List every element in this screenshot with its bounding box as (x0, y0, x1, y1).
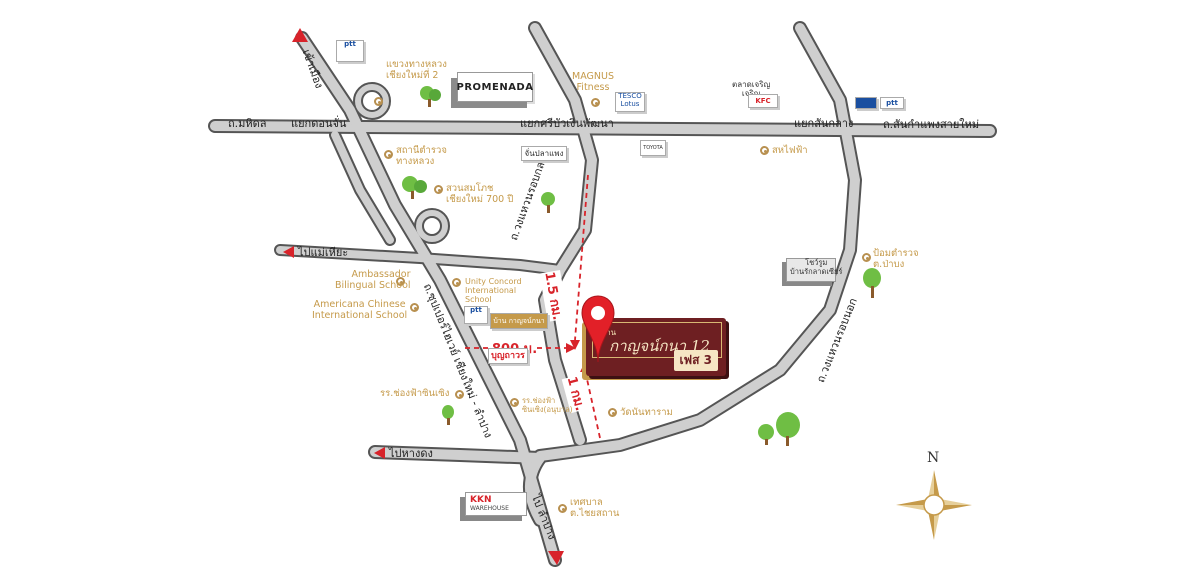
tesco-logo: TESCO Lotus (618, 92, 642, 108)
arrowhead-1 (570, 340, 580, 350)
poi-sahaphat: สหไฟฟ้า (772, 145, 808, 156)
poi-marker (410, 303, 419, 312)
poi-marker (455, 390, 464, 399)
distance-lines (465, 174, 601, 439)
project-phase: เฟส 3 (673, 350, 718, 371)
compass-north-label: N (927, 450, 940, 466)
toyota: TOYOTA (640, 140, 666, 156)
store-label: จั่นปลาแพง (524, 149, 564, 158)
tesco-lotus: TESCO Lotus (615, 92, 645, 112)
poi-magnus: MAGNUS Fitness (572, 71, 614, 93)
direction-to-mae-hia: ไปแม่เหียะ (283, 243, 348, 261)
road-direction-arrows (292, 28, 564, 565)
poi-police-highway: สถานีตำรวจ ทางหลวง (396, 145, 447, 167)
poi-marker (434, 185, 443, 194)
location-pin-icon (581, 295, 615, 363)
poi-marker (510, 398, 519, 407)
mini-store-blue (855, 97, 877, 109)
poi-marker (384, 150, 393, 159)
project-banner: บ้าน กาญจน์กนา 12 เฟส 3 (586, 318, 726, 376)
kfc-logo: KFC (755, 97, 771, 105)
intersection-don-chan: แยกดอนจั่น (291, 117, 347, 130)
poi-police-post: ป้อมตำรวจ ต.ป่าบง (873, 248, 919, 270)
project-mini-label: บ้าน กาญจน์กนา 12 (493, 317, 545, 339)
poi-marker (558, 504, 567, 513)
poi-highway-office: แขวงทางหลวง เชียงใหม่ที่ 2 (386, 59, 447, 81)
road-network (208, 21, 997, 567)
showroom-building (786, 258, 836, 282)
poi-showroom: โชว์รูม บ้านรักลาดเซียร์ (790, 258, 843, 276)
boonthavorn: บุญถาวร (488, 348, 528, 364)
road-label-san-kamphaeng: ถ.สันกำแพงสายใหม่ (883, 118, 980, 131)
ptt-logo: ptt (344, 40, 356, 48)
kfc: KFC (748, 94, 778, 108)
poi-unity: Unity Concord International School (465, 277, 522, 305)
kkn-sub: WAREHOUSE (470, 505, 509, 512)
poi-americana: Americana Chinese International School (312, 299, 408, 321)
toyota-logo: TOYOTA (643, 145, 663, 151)
store-jumpplaeng: จั่นปลาแพง (521, 146, 567, 161)
direction-label: ไปหางดง (389, 447, 433, 460)
poi-market: ตลาดเจริญ เจริญ (732, 80, 771, 98)
intersection-sri-bua-ngoen: แยกศรีบัวเงินพัฒนา (520, 117, 614, 130)
kkn-logo: KKN (470, 495, 492, 505)
ptt-logo: ptt (886, 99, 898, 107)
distance-line-middle-ring (574, 174, 589, 341)
boonthavorn-logo: บุญถาวร (491, 351, 525, 361)
kkn-warehouse: KKN WAREHOUSE (465, 492, 527, 516)
direction-to-hang-dong: ไปหางดง (374, 444, 433, 462)
poi-marker (862, 253, 871, 262)
poi-marker (591, 98, 600, 107)
arrow-to-lampang (548, 551, 564, 565)
poi-ambassador: Ambassador Bilingual School (335, 269, 411, 291)
poi-chong-fah-kinder: รร.ช่องฟ้า ซินเซิง(อนุบาล) (522, 396, 573, 414)
poi-marker (396, 277, 405, 286)
red-arrow-left-icon (374, 447, 385, 459)
poi-marker (760, 146, 769, 155)
poi-municipality: เทศบาล ต.ไชยสถาน (570, 497, 620, 519)
compass-rose (896, 470, 972, 540)
poi-marker (608, 408, 617, 417)
direction-label: ไปแม่เหียะ (298, 246, 349, 259)
intersection-san-klang: แยกสันกลาง (794, 117, 854, 130)
ptt-station: ptt (336, 40, 364, 62)
ptt-station-2: ptt (880, 97, 904, 109)
poi-wat: วัดนันทาราม (620, 407, 673, 418)
poi-marker (374, 97, 383, 106)
poi-park: สวนสมโภช เชียงใหม่ 700 ปี (446, 183, 514, 205)
road-label-mahidol: ถ.มหิดล (228, 117, 267, 130)
poi-chong-fah: รร.ช่องฟ้าซินเซิง (380, 388, 450, 399)
promenada-building: PROMENADA (457, 72, 533, 102)
promenada-label: PROMENADA (456, 81, 534, 93)
project-sign-mini: บ้าน กาญจน์กนา 12 (490, 313, 548, 339)
red-arrow-left-icon (283, 246, 294, 258)
arrow-to-city (292, 28, 308, 42)
project-prefix: บ้าน (601, 328, 617, 337)
ptt-logo: ptt (470, 306, 482, 314)
ptt-station-3: ptt (464, 306, 488, 324)
poi-marker (452, 278, 461, 287)
arrowhead-2 (566, 343, 576, 353)
distance-line-south (584, 369, 601, 439)
